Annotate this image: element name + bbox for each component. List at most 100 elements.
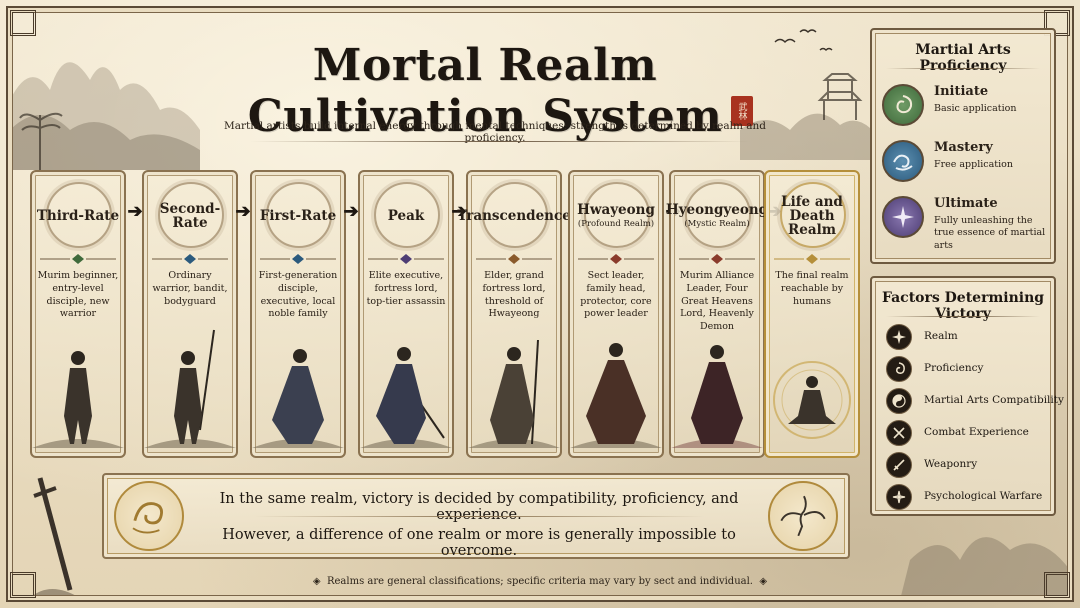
factor-label: Psychological Warfare — [924, 490, 1043, 502]
realm-card-hwayeong: Hwayeong (Profound Realm) Sect leader, f… — [568, 170, 664, 458]
banner-line-realm-gap: However, a difference of one realm or mo… — [222, 527, 736, 559]
ornament-divider-icon — [260, 254, 336, 264]
factor-label: Proficiency — [924, 362, 984, 374]
meditating-sage-silhouette-icon — [773, 361, 851, 439]
realm-name: Hyeongyeong — [665, 201, 769, 218]
realm-card-transcendence: Transcendence Elder, grand fortress lord… — [457, 170, 571, 458]
realm-halo — [158, 182, 224, 248]
realm-card-third-rate: Third-Rate Murim beginner, entry-level d… — [30, 170, 126, 458]
footnote-text: Realms are general classifications; spec… — [326, 576, 753, 587]
page-title: Mortal Realm Cultivation System — [247, 40, 723, 142]
realm-halo — [584, 182, 650, 248]
realm-halo — [780, 182, 846, 248]
ornament-divider-icon — [774, 254, 850, 264]
mind-icon — [886, 484, 912, 510]
ornament-divider-icon — [578, 254, 654, 264]
factor-item-weaponry: Weaponry — [886, 452, 1056, 478]
realm-title: Third-Rate — [32, 190, 124, 242]
red-seal-stamp: 武林 — [731, 96, 753, 126]
realm-title: Hwayeong (Profound Realm) — [570, 190, 662, 242]
realm-description: Murim Alliance Leader, Four Great Heaven… — [679, 270, 755, 333]
sword-in-ground — [30, 477, 80, 598]
realm-name: Second-Rate — [159, 200, 221, 231]
realm-description: Elite executive, fortress lord, top-tier… — [366, 270, 446, 307]
realm-name: Hwayeong — [577, 201, 655, 218]
progression-arrow-icon: ➔ — [451, 201, 467, 222]
realm-card-peak: Peak Elite executive, fortress lord, top… — [358, 170, 454, 458]
birds-decoration — [774, 29, 833, 51]
proficiency-name: Initiate — [934, 84, 989, 99]
realm-card-life-and-death: Life and Death Realm The final realm rea… — [764, 170, 860, 458]
mountain-landscape-left — [10, 62, 200, 170]
realm-name: Third-Rate — [36, 207, 120, 224]
spiral-icon — [886, 356, 912, 382]
banner-line-same-realm: In the same realm, victory is decided by… — [219, 491, 739, 523]
ornament-divider-icon — [476, 254, 552, 264]
factor-item-psychological-warfare: Psychological Warfare — [886, 484, 1056, 510]
realm-description: Sect leader, family head, protector, cor… — [580, 270, 652, 320]
realm-name: Peak — [387, 207, 425, 224]
progression-arrow-icon: ➔ — [343, 201, 359, 222]
crossed-swords-icon — [886, 420, 912, 446]
cloaked-warrior-silhouette-icon — [252, 349, 344, 448]
swordsman-silhouette-icon — [360, 347, 452, 448]
realm-title: Second-Rate — [144, 190, 236, 242]
progression-arrow-icon: ➔ — [235, 201, 251, 222]
realm-halo — [685, 182, 751, 248]
realm-card-first-rate: First-Rate First-generation disciple, ex… — [250, 170, 346, 458]
proficiency-panel: Martial Arts Proficiency Initiate Basic … — [870, 28, 1056, 264]
realm-name: Life and Death Realm — [781, 193, 843, 239]
realm-subtitle: (Mystic Realm) — [684, 219, 750, 230]
swirl-icon — [882, 84, 924, 126]
progression-arrow-icon: ➔ — [127, 201, 143, 222]
warrior-silhouette-icon — [32, 351, 124, 448]
banner-divider — [254, 516, 704, 517]
realm-description: First-generation disciple, executive, lo… — [258, 270, 338, 320]
realm-description: Murim beginner, entry-level disciple, ne… — [37, 270, 119, 320]
victory-factors-panel: Factors Determining Victory Realm Profic… — [870, 276, 1064, 516]
proficiency-description: Free application — [934, 159, 1013, 170]
proficiency-description: Basic application — [934, 103, 1017, 114]
elder-with-staff-silhouette-icon — [468, 339, 560, 448]
realm-card-second-rate: Second-Rate Ordinary warrior, bandit, bo… — [142, 170, 238, 458]
realm-progression: Third-Rate Murim beginner, entry-level d… — [30, 170, 860, 460]
ornament-divider-icon — [40, 254, 116, 264]
factor-item-proficiency: Proficiency — [886, 356, 1056, 382]
realm-name: First-Rate — [259, 207, 337, 224]
star-burst-icon — [882, 196, 924, 238]
realm-halo — [266, 182, 332, 248]
wave-swirl-icon — [882, 140, 924, 182]
factor-label: Martial Arts Compatibility — [924, 394, 1064, 406]
realm-description: Elder, grand fortress lord, threshold of… — [482, 270, 546, 320]
factor-label: Realm — [924, 330, 958, 342]
ornament-divider-icon — [679, 254, 755, 264]
realm-card-hyeongyeong: Hyeongyeong (Mystic Realm) Murim Allianc… — [666, 170, 768, 458]
yin-yang-icon — [886, 388, 912, 414]
factor-label: Combat Experience — [924, 426, 1029, 438]
realm-name: Transcendence — [457, 207, 571, 224]
ornament-divider-icon — [368, 254, 444, 264]
realm-halo — [374, 182, 440, 248]
realm-halo — [482, 182, 548, 248]
realm-title: Hyeongyeong (Mystic Realm) — [666, 190, 768, 242]
panel-divider — [886, 316, 1040, 317]
ornament-divider-icon — [152, 254, 228, 264]
panel-divider — [886, 68, 1040, 69]
crane-medallion-icon — [768, 481, 838, 551]
subtitle-divider — [250, 141, 750, 142]
factor-label: Weaponry — [924, 458, 978, 470]
dragon-medallion-icon — [114, 481, 184, 551]
corner-ornament — [1044, 572, 1070, 598]
corner-ornament — [10, 572, 36, 598]
diamond-bullet-icon: ◈ — [759, 576, 768, 587]
diamond-bullet-icon: ◈ — [312, 576, 321, 587]
realm-title: Transcendence — [457, 190, 571, 242]
proficiency-title: Martial Arts Proficiency — [915, 42, 1011, 74]
compass-star-icon — [886, 324, 912, 350]
principle-banner: In the same realm, victory is decided by… — [102, 473, 850, 559]
sect-leader-silhouette-icon — [570, 343, 662, 448]
proficiency-description: Fully unleashing the true essence of mar… — [934, 215, 1046, 251]
realm-title: First-Rate — [252, 190, 344, 242]
sword-icon — [886, 452, 912, 478]
